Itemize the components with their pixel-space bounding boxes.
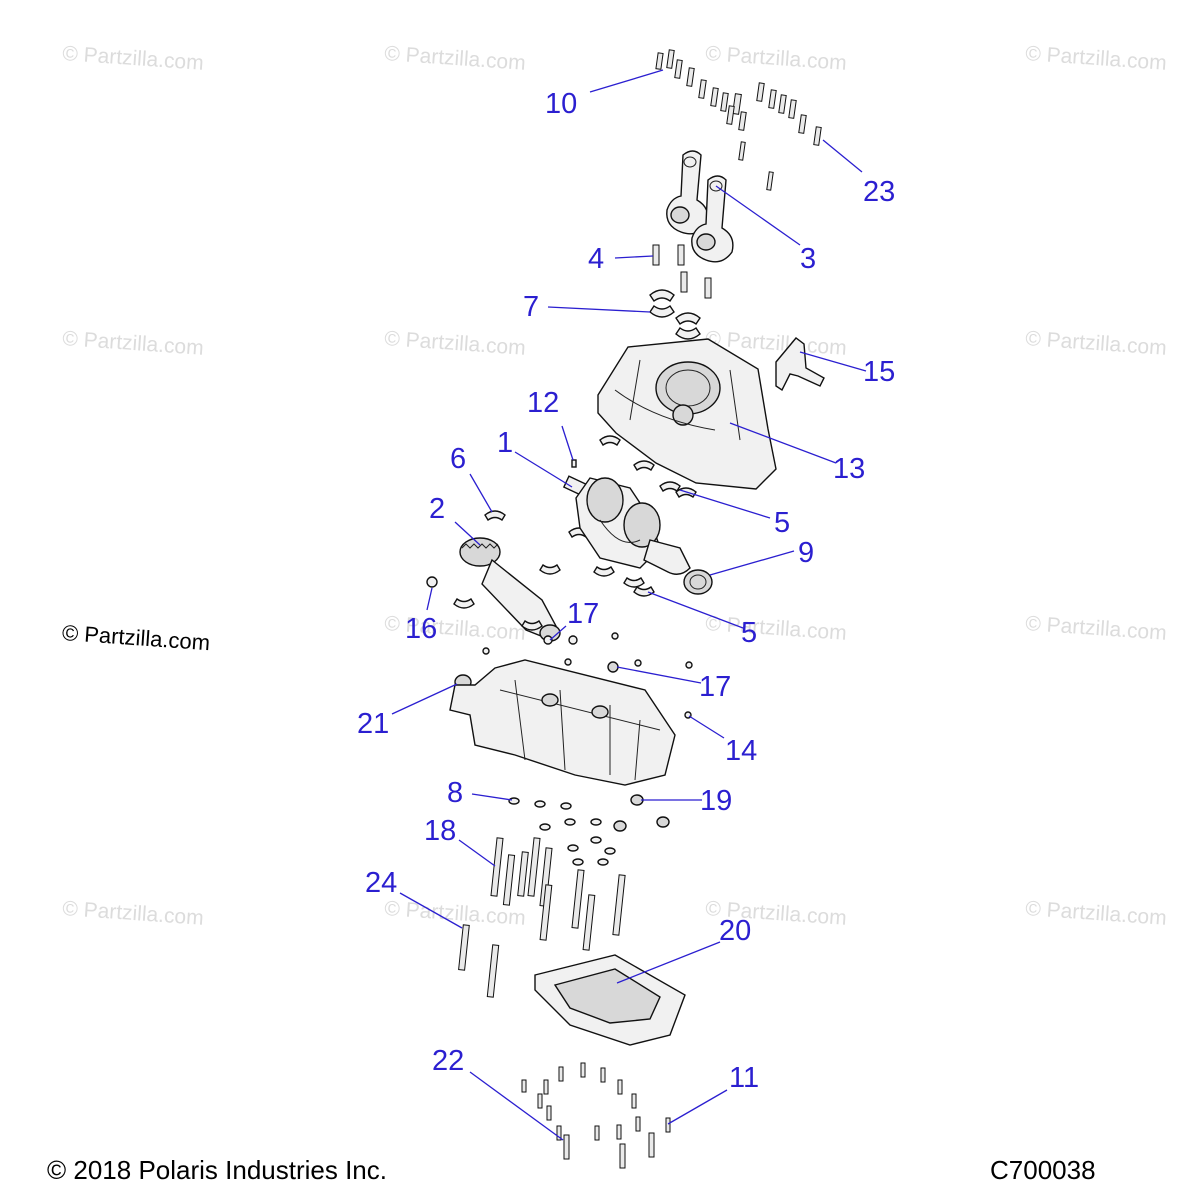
watermark: © Partzilla.com	[62, 897, 205, 930]
top-bolts-illustration	[655, 49, 822, 191]
diagram-code: C700038	[990, 1155, 1096, 1185]
watermark: © Partzilla.com	[1025, 897, 1168, 930]
callout-1: 1	[497, 427, 513, 459]
watermark: © Partzilla.com	[1025, 42, 1168, 75]
callout-15: 15	[863, 356, 895, 388]
small-parts-illustration	[426, 459, 693, 719]
callout-7: 7	[523, 291, 539, 323]
callout-10: 10	[545, 88, 577, 120]
long-bolts-illustration	[458, 837, 626, 998]
callout-12: 12	[527, 387, 559, 419]
copyright-notice: © 2018 Polaris Industries Inc.	[47, 1155, 387, 1185]
callout-8: 8	[447, 777, 463, 809]
callout-11: 11	[729, 1062, 759, 1094]
callout-23: 23	[863, 176, 895, 208]
watermark: © Partzilla.com	[1025, 327, 1168, 360]
callout-17-left: 17	[567, 598, 599, 630]
lower-crankcase-illustration	[449, 659, 676, 786]
oil-pan-illustration	[534, 954, 686, 1046]
callouts: 10 23 4 3 7 15 12 1 6 13 2 5 9 17 16 5 1…	[357, 88, 895, 1094]
callout-20: 20	[719, 915, 751, 947]
watermark: © Partzilla.com	[1025, 612, 1168, 645]
bracket-illustration	[775, 337, 825, 392]
callout-9: 9	[798, 537, 814, 569]
main-bearings-lower-illustration	[453, 563, 655, 631]
leader-lines	[391, 69, 867, 1141]
connecting-rods-illustration	[652, 150, 734, 299]
oil-pan-bolts-illustration	[521, 1062, 671, 1169]
watermark: © Partzilla.com	[384, 42, 527, 75]
watermark: © Partzilla.com	[705, 42, 848, 75]
oil-seal-illustration	[683, 569, 713, 595]
watermark: © Partzilla.com	[705, 612, 848, 645]
callout-5-lower: 5	[741, 617, 757, 649]
watermark: © Partzilla.com	[62, 42, 205, 75]
watermark: © Partzilla.com	[384, 327, 527, 360]
callout-18: 18	[424, 815, 456, 847]
callout-5-upper: 5	[774, 507, 790, 539]
washers-illustration	[508, 794, 670, 866]
callout-19: 19	[700, 785, 732, 817]
callout-13: 13	[833, 453, 865, 485]
callout-24: 24	[365, 867, 397, 899]
callout-17-right: 17	[699, 671, 731, 703]
upper-crankcase-illustration	[597, 338, 777, 490]
callout-4: 4	[588, 243, 604, 275]
callout-16: 16	[405, 613, 437, 645]
callout-22: 22	[432, 1045, 464, 1077]
callout-21: 21	[357, 708, 389, 740]
callout-6: 6	[450, 443, 466, 475]
crankshaft-illustration	[562, 475, 691, 575]
callout-14: 14	[725, 735, 757, 767]
rod-bearings-illustration	[649, 289, 701, 340]
watermark: © Partzilla.com	[62, 327, 205, 360]
callout-3: 3	[800, 243, 816, 275]
callout-2: 2	[429, 493, 445, 525]
